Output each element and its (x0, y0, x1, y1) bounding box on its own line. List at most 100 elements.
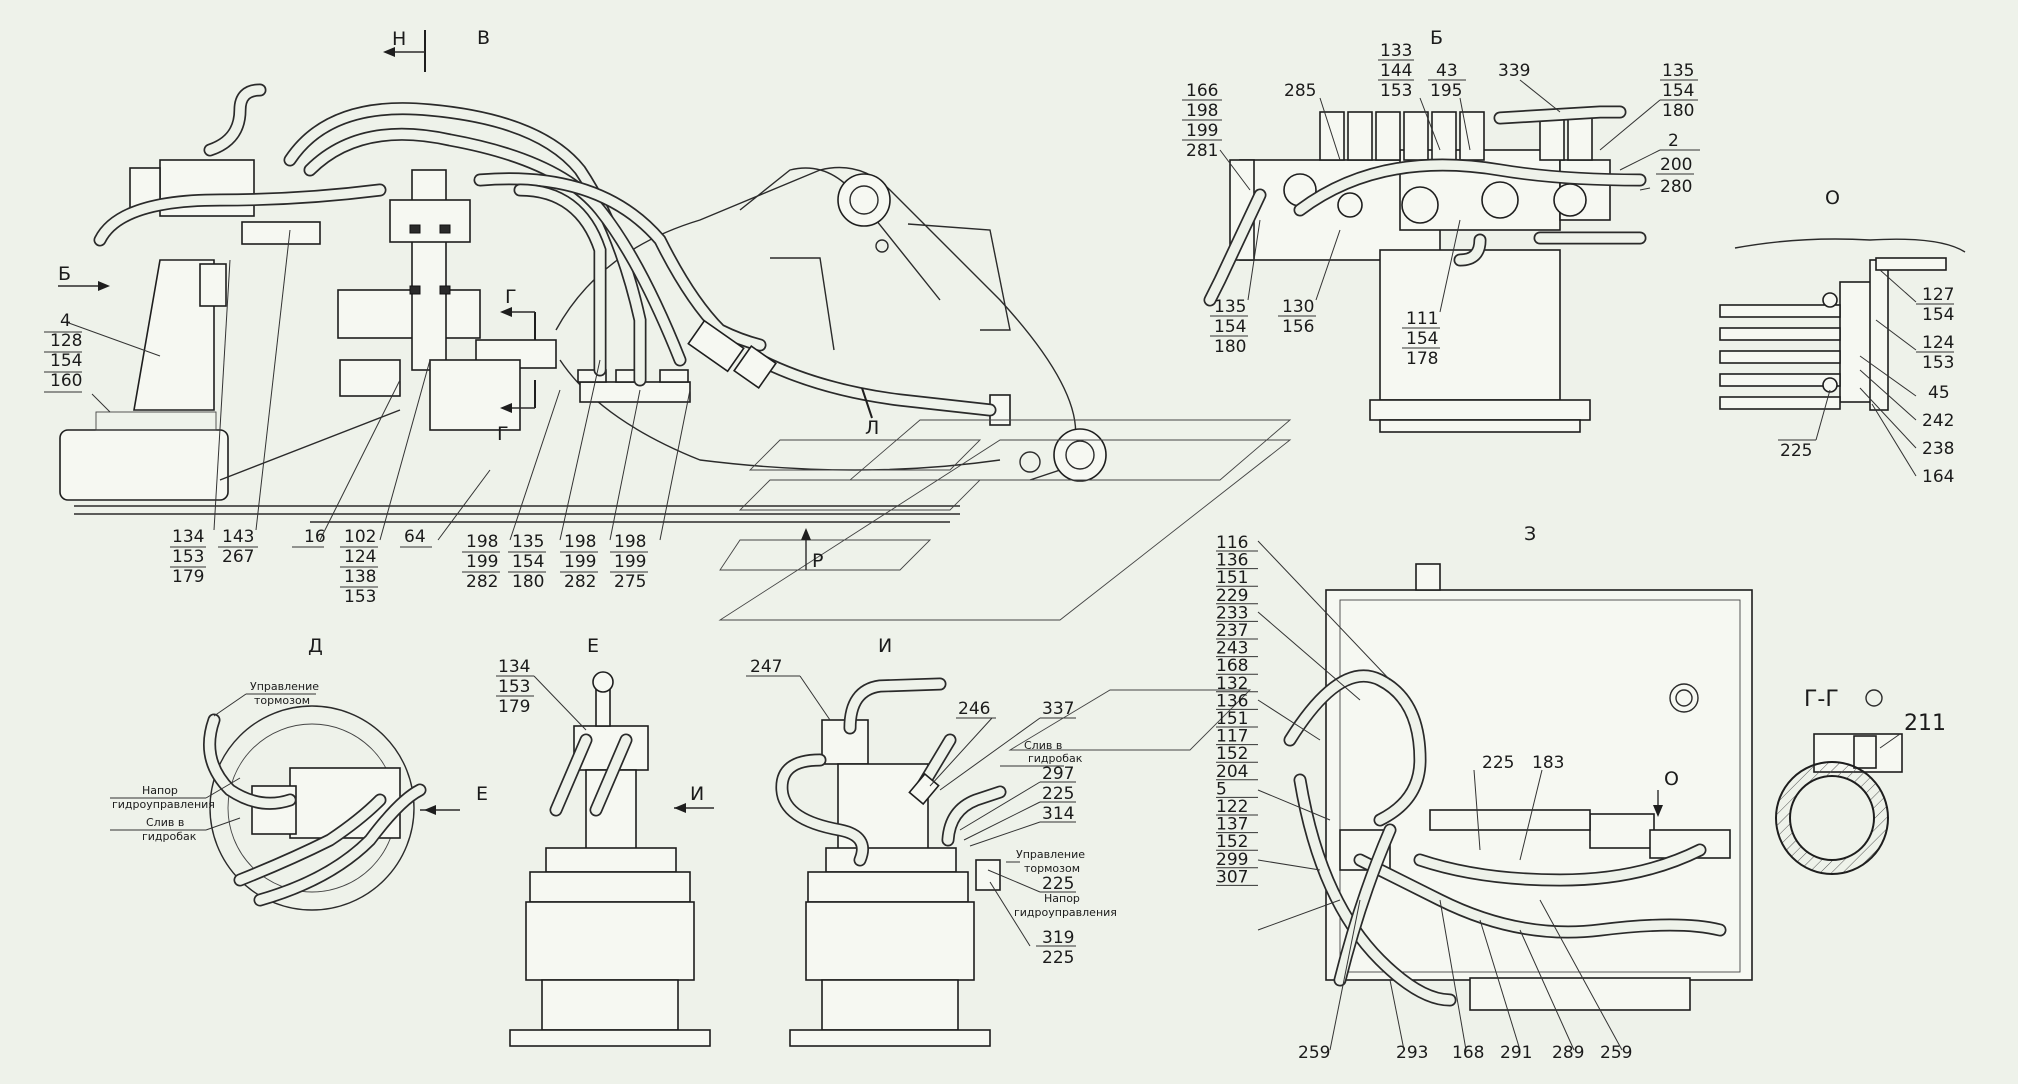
svg-text:198: 198 (1186, 101, 1218, 121)
z-balloon-number: 117 (1216, 727, 1248, 747)
svg-text:178: 178 (1406, 349, 1438, 369)
z-balloon-number: 307 (1216, 867, 1248, 887)
svg-text:153: 153 (1922, 353, 1954, 373)
z-balloon-number: 152 (1216, 744, 1248, 764)
balloon-i-337: 337 (1040, 699, 1076, 719)
balloon-i-247: 247 (746, 657, 800, 677)
view-d-assembly: Д Е Управление тормозом Напор гидроуправ… (110, 635, 488, 911)
svg-text:275: 275 (614, 572, 646, 592)
svg-text:138: 138 (344, 567, 376, 587)
balloon-o-242: 242 (1922, 411, 1954, 431)
svg-text:337: 337 (1042, 699, 1074, 719)
tank-z (1325, 589, 1753, 981)
svg-text:135: 135 (1662, 61, 1694, 81)
z-balloon-number: 168 (1216, 656, 1248, 676)
svg-text:гидробак: гидробак (1028, 752, 1083, 765)
svg-text:281: 281 (1186, 141, 1218, 161)
balloon-i-225b: 225 (1040, 874, 1076, 894)
svg-text:166: 166 (1186, 81, 1218, 101)
note-d-brake: Управление тормозом (213, 680, 319, 717)
balloon-b-133: 133 144 153 (1378, 41, 1414, 101)
svg-text:199: 199 (564, 552, 596, 572)
svg-text:225: 225 (1042, 948, 1074, 968)
balloon-o-238: 238 (1922, 439, 1954, 459)
note-d-drain: Слив в гидробак (110, 816, 241, 843)
view-z-assembly: З (1257, 523, 1753, 1051)
balloon-b-285: 285 (1284, 81, 1316, 101)
balloon-i-319: 319 225 (1036, 928, 1076, 968)
svg-text:тормозом: тормозом (1024, 862, 1080, 875)
svg-text:198: 198 (466, 532, 498, 552)
view-d-title: Д (308, 635, 323, 657)
svg-text:247: 247 (750, 657, 782, 677)
section-g-bottom-label: Г (497, 423, 509, 445)
tank-b (1379, 249, 1561, 401)
svg-text:Управление: Управление (1016, 848, 1085, 861)
balloon-v-135: 135 154 180 (508, 532, 546, 592)
svg-text:199: 199 (466, 552, 498, 572)
balloon-i-225a: 225 (1040, 784, 1076, 804)
svg-text:183: 183 (1532, 753, 1564, 773)
balloon-gg-211: 211 (1904, 711, 1946, 736)
svg-text:134: 134 (172, 527, 204, 547)
view-i-title: И (878, 635, 892, 657)
svg-text:гидроуправления: гидроуправления (112, 798, 215, 811)
svg-text:242: 242 (1922, 411, 1954, 431)
balloon-o-124: 124 153 (1916, 333, 1954, 373)
z-balloon-number: 151 (1216, 568, 1248, 588)
svg-text:282: 282 (466, 572, 498, 592)
z-balloon-number: 204 (1216, 762, 1248, 782)
view-b-arrow-label: Б (58, 263, 71, 285)
balloon-o-164: 164 (1922, 467, 1954, 487)
view-v-title: В (477, 27, 490, 49)
svg-text:гидробак: гидробак (142, 830, 197, 843)
view-i-assembly: И Сли (775, 635, 1117, 1047)
svg-text:45: 45 (1928, 383, 1950, 403)
balloon-b-135bot: 135 154 180 (1210, 297, 1248, 357)
note-i-supply: Напор гидроуправления (1014, 892, 1117, 919)
balloon-b-166: 166 198 199 281 (1182, 81, 1222, 161)
fittings-view-o (1719, 292, 1841, 410)
svg-text:102: 102 (344, 527, 376, 547)
view-b-title: Б (1430, 27, 1443, 49)
svg-text:164: 164 (1922, 467, 1954, 487)
balloon-v-102: 102 124 138 153 (340, 527, 378, 607)
z-balloon-number: 137 (1216, 815, 1248, 835)
view-e-title: Е (587, 635, 599, 657)
svg-text:154: 154 (1662, 81, 1694, 101)
svg-text:195: 195 (1430, 81, 1462, 101)
z-balloon-number: 299 (1216, 850, 1248, 870)
svg-text:135: 135 (512, 532, 544, 552)
svg-text:127: 127 (1922, 285, 1954, 305)
svg-text:124: 124 (344, 547, 376, 567)
z-balloon-number: 132 (1216, 674, 1248, 694)
svg-text:156: 156 (1282, 317, 1314, 337)
svg-text:гидроуправления: гидроуправления (1014, 906, 1117, 919)
svg-text:238: 238 (1922, 439, 1954, 459)
balloon-i-314: 314 (1040, 804, 1076, 824)
z-balloon-number: 152 (1216, 832, 1248, 852)
svg-text:297: 297 (1042, 764, 1074, 784)
z-balloon-number: 233 (1216, 603, 1248, 623)
svg-text:180: 180 (1662, 101, 1694, 121)
balloon-e-134: 134 153 179 (496, 657, 534, 717)
svg-text:2: 2 (1668, 131, 1679, 151)
svg-text:339: 339 (1498, 61, 1530, 81)
balloon-v-143: 143 267 (218, 527, 258, 567)
svg-text:Слив в: Слив в (1024, 739, 1062, 752)
view-o-arrow-label: О (1664, 768, 1679, 790)
view-d-disc (209, 705, 415, 911)
svg-text:130: 130 (1282, 297, 1314, 317)
note-i-drain: Слив в гидробак (1000, 739, 1083, 767)
z-balloon-number: 116 (1216, 533, 1248, 553)
svg-text:128: 128 (50, 331, 82, 351)
svg-text:135: 135 (1214, 297, 1246, 317)
svg-text:168: 168 (1452, 1043, 1484, 1063)
view-e-assembly: Е И (509, 635, 714, 1047)
z-balloon-number: 237 (1216, 621, 1248, 641)
svg-text:259: 259 (1600, 1043, 1632, 1063)
svg-text:Слив в: Слив в (146, 816, 184, 829)
svg-text:285: 285 (1284, 81, 1316, 101)
view-gg-rotation-icon (1865, 689, 1883, 707)
